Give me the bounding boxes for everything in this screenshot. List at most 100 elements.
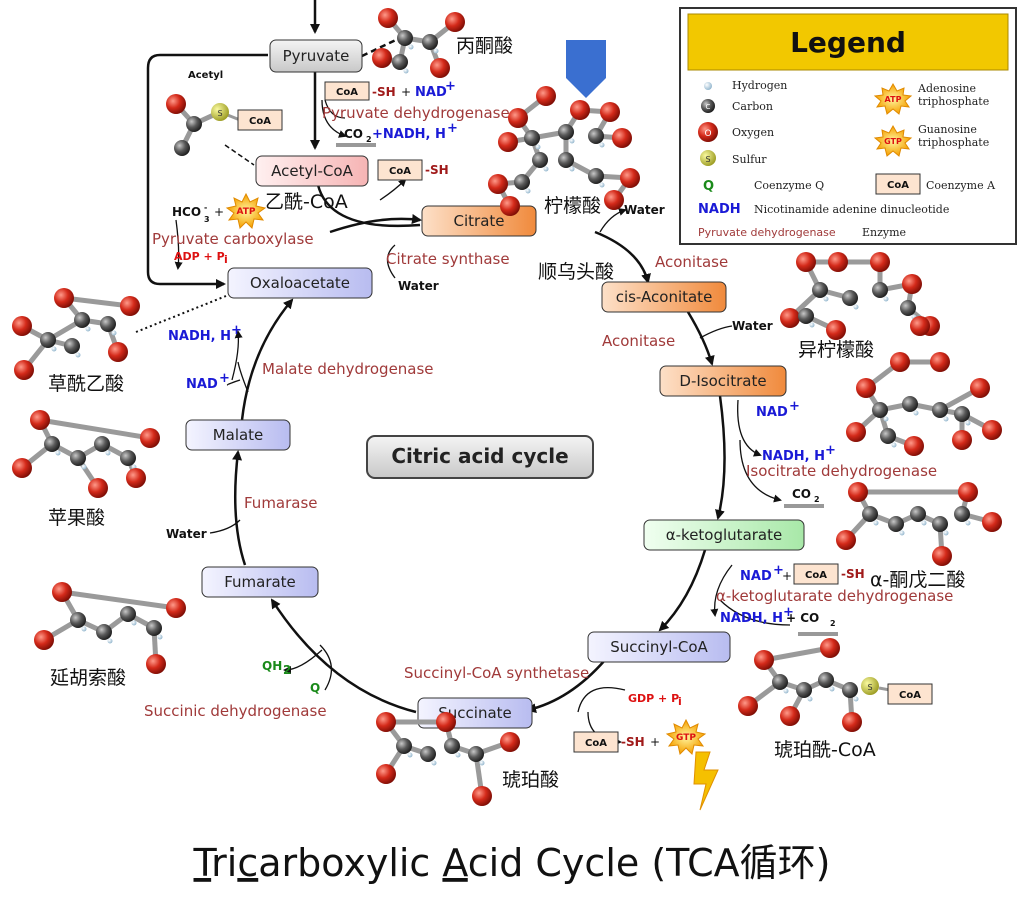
label-fumarate: Fumarate <box>224 573 296 591</box>
oxygen-atom-icon <box>166 598 186 618</box>
oxygen-atom-icon <box>932 546 952 566</box>
hydrogen-atom-icon <box>913 410 919 416</box>
oxygen-atom-icon <box>890 352 910 372</box>
cn-succinyl-coa: 琥珀酰-CoA <box>774 739 876 761</box>
carbon-atom-icon <box>468 746 484 762</box>
qh2-sub: 2 <box>283 663 291 677</box>
label-oxaloacetate: Oxaloacetate <box>250 274 350 292</box>
legend-hydrogen: Hydrogen <box>732 79 787 92</box>
gtp-star-icon <box>665 718 707 755</box>
metabolite-cis-aconitate: cis-Aconitate <box>601 281 727 313</box>
carbon-atom-icon <box>44 436 60 452</box>
oxygen-atom-icon <box>910 316 930 336</box>
carbon-atom-icon <box>558 124 574 140</box>
hydrogen-atom-icon <box>407 752 413 758</box>
oxygen-atom-icon <box>488 174 508 194</box>
nadh-1-sup: + <box>447 121 458 136</box>
hco3-sub: 3 <box>204 215 210 224</box>
enzyme-malate-dehydrogenase: Malate dehydrogenase <box>262 360 434 378</box>
legend-hydrogen-icon <box>704 82 712 90</box>
carbon-atom-icon <box>902 396 918 412</box>
label-acetyl: Acetyl <box>188 70 223 81</box>
oxygen-atom-icon <box>12 458 32 478</box>
hydrogen-atom-icon <box>431 760 437 766</box>
cofactor-coa-sh-nad: CoA -SH + NAD + <box>324 79 456 101</box>
label-succinate: Succinate <box>438 704 512 722</box>
oxygen-atom-icon <box>836 530 856 550</box>
oxygen-atom-icon <box>54 288 74 308</box>
hydrogen-atom-icon <box>51 346 57 352</box>
cofactor-co2-nadh-1: CO 2 +NADH, H + <box>336 121 458 147</box>
adp-pi: ADP + P <box>174 250 225 263</box>
water-3: Water <box>732 319 773 333</box>
title-a: A <box>442 841 468 885</box>
carbon-atom-icon <box>392 54 408 70</box>
carbon-atom-icon <box>588 128 604 144</box>
oxygen-atom-icon <box>754 650 774 670</box>
enzyme-aconitase-2: Aconitase <box>602 332 675 350</box>
nad-3: NAD <box>740 569 772 584</box>
metabolite-oxaloacetate: Oxaloacetate <box>227 267 373 299</box>
enzyme-fumarase: Fumarase <box>244 494 318 512</box>
atp-star-icon <box>225 192 267 229</box>
legend-nadh-desc: Nicotinamide adenine dinucleotide <box>754 203 949 216</box>
nadh-4: NADH, H <box>168 329 231 344</box>
carbon-atom-icon <box>70 450 86 466</box>
carbon-atom-icon <box>818 672 834 688</box>
hydrogen-atom-icon <box>599 182 605 188</box>
hydrogen-atom-icon <box>479 760 485 766</box>
metabolite-acetyl-coa: Acetyl-CoA <box>255 155 369 187</box>
succinate-model <box>376 712 520 806</box>
center-label-text: Citric acid cycle <box>391 444 568 468</box>
hydrogen-atom-icon <box>408 44 414 50</box>
oxygen-atom-icon <box>472 786 492 806</box>
bond <box>763 645 831 663</box>
carbon-atom-icon <box>40 332 56 348</box>
legend-gtp-line1: Guanosine <box>918 123 977 136</box>
oxygen-atom-icon <box>620 168 640 188</box>
oxygen-atom-icon <box>780 706 800 726</box>
center-label: Citric acid cycle <box>366 435 594 479</box>
malate-model <box>12 410 160 498</box>
oxygen-atom-icon <box>982 512 1002 532</box>
sh-label-4: -SH <box>621 735 645 749</box>
coa-label-3: CoA <box>805 570 827 581</box>
pyruvate-model <box>372 8 465 78</box>
legend-carbon-letter: C <box>706 103 711 111</box>
label-succinyl-coa: Succinyl-CoA <box>610 638 708 656</box>
hydrogen-atom-icon <box>829 686 835 692</box>
oxygen-atom-icon <box>904 436 924 456</box>
citrate-model <box>488 86 640 216</box>
hydrogen-atom-icon <box>809 322 815 328</box>
cofactor-hco3-atp: HCO 3 - + ATP <box>172 192 267 229</box>
oxygen-atom-icon <box>570 100 590 120</box>
oxygen-atom-icon <box>796 252 816 272</box>
oxygen-atom-icon <box>372 48 392 68</box>
oxygen-atom-icon <box>14 360 34 380</box>
acetyl-model: S CoA <box>166 94 283 156</box>
carbon-atom-icon <box>842 290 858 306</box>
coa-label-1: CoA <box>336 87 358 98</box>
nad-2-sup: + <box>789 399 800 414</box>
nad-2: NAD <box>756 405 788 420</box>
oxygen-atom-icon <box>146 654 166 674</box>
carbon-atom-icon <box>74 312 90 328</box>
cn-pyruvate: 丙酮酸 <box>456 35 513 57</box>
label-citrate: Citrate <box>454 212 505 230</box>
carbon-atom-icon <box>932 516 948 532</box>
bond <box>63 295 131 309</box>
blue-arrow-icon <box>566 40 606 98</box>
hydrogen-atom-icon <box>569 138 575 144</box>
oxygen-atom-icon <box>604 190 624 210</box>
carbon-atom-icon <box>96 624 112 640</box>
label-pyruvate: Pyruvate <box>283 47 350 65</box>
legend-gtp-letters: GTP <box>884 137 902 146</box>
sh-label-2: -SH <box>425 163 449 177</box>
legend-carbon-icon <box>701 99 715 113</box>
carbon-atom-icon <box>120 450 136 466</box>
nadh-1: +NADH, H <box>372 127 446 142</box>
nad-4: NAD <box>186 377 218 392</box>
hydrogen-atom-icon <box>433 48 439 54</box>
oxygen-atom-icon <box>500 732 520 752</box>
metabolite-succinyl-coa: Succinyl-CoA <box>587 631 731 663</box>
